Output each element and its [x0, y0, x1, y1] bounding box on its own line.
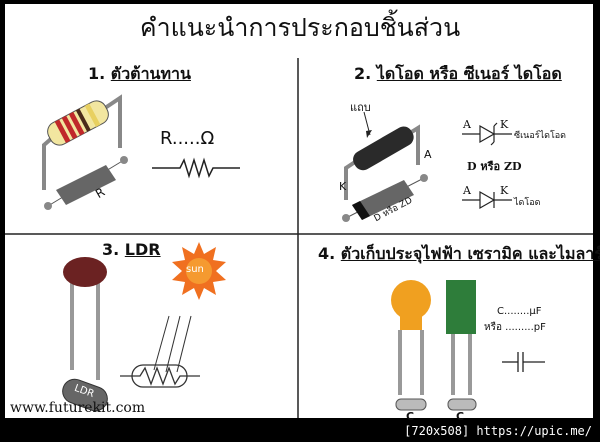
section-4-heading: 4. ตัวเก็บประจุไฟฟ้า เซรามิค และไมลาร์ — [318, 242, 600, 267]
sheet-background — [5, 4, 593, 418]
resistor-illustration — [42, 94, 240, 210]
picofarad-label: หรือ .........pF — [484, 322, 546, 333]
diode-cathode-label: K — [500, 184, 509, 197]
section-2-heading: 2. ไดโอด หรือ ซีเนอร์ ไดโอด — [354, 62, 562, 87]
capacitor-illustration — [391, 280, 545, 411]
diode-label: ไดโอด — [514, 198, 541, 208]
diode-illustration — [342, 111, 512, 222]
sun-label: sun — [186, 264, 204, 275]
grid-dividers — [5, 58, 593, 418]
section-title: ตัวเก็บประจุไฟฟ้า เซรามิค และไมลาร์ — [340, 244, 600, 263]
section-title: ไดโอด หรือ ซีเนอร์ ไดโอด — [376, 64, 562, 83]
resistor-value-label: R.....Ω — [160, 128, 215, 149]
zener-anode-label: A — [463, 118, 471, 131]
section-number: 4. — [318, 244, 336, 263]
website-link[interactable]: www.futurekit.com — [10, 400, 146, 416]
microfarad-label: C........µF — [497, 306, 542, 317]
zener-cathode-label: K — [500, 118, 509, 131]
section-title: LDR — [124, 240, 161, 259]
zener-label: ซีเนอร์ไดโอด — [514, 131, 567, 141]
section-number: 1. — [88, 64, 106, 83]
section-title: ตัวต้านทาน — [110, 64, 191, 83]
page-title: คำแนะนำการประกอบชิ้นส่วน — [139, 13, 461, 42]
designator-label: D หรือ ZD — [467, 160, 522, 173]
ceramic-c-label: C — [406, 410, 415, 423]
section-3-heading: 3. LDR — [102, 240, 161, 259]
cathode-label: K — [339, 180, 347, 193]
section-number: 2. — [354, 64, 372, 83]
anode-label: A — [424, 148, 432, 161]
section-number: 3. — [102, 240, 120, 259]
ldr-illustration — [62, 242, 226, 412]
section-1-heading: 1. ตัวต้านทาน — [88, 62, 191, 87]
watermark: [720x508] https://upic.me/ — [404, 424, 592, 438]
diode-anode-label: A — [463, 184, 471, 197]
mylar-c-label: C — [456, 410, 465, 423]
band-label: แถบ — [350, 101, 371, 114]
